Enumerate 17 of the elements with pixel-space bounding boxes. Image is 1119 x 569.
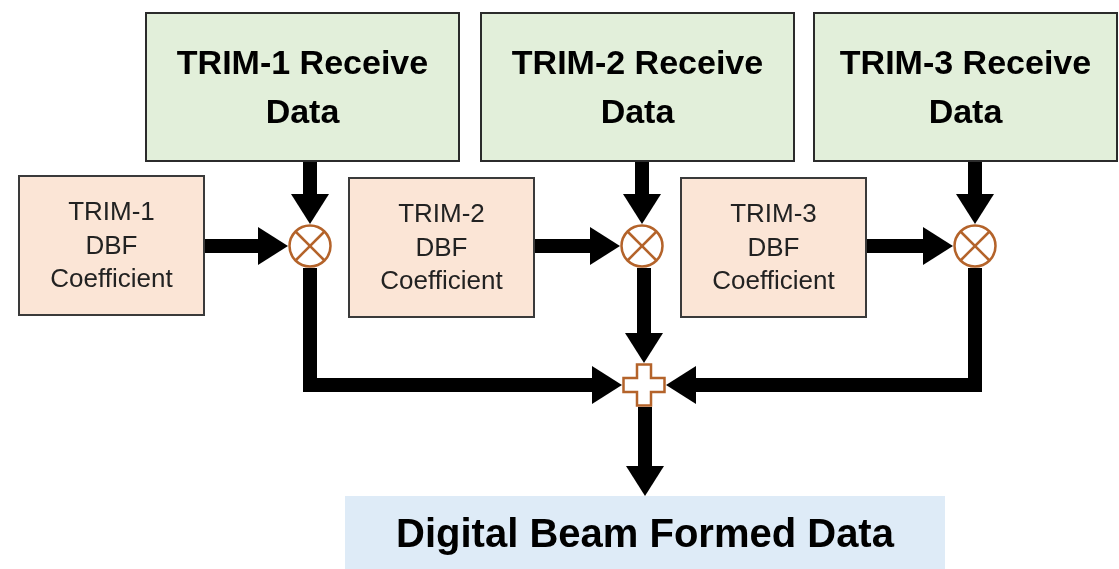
arrow [956, 162, 994, 224]
arrow [205, 227, 288, 265]
coefficient-box: TRIM-3 DBF Coefficient [680, 177, 867, 318]
receive-data-box: TRIM-1 Receive Data [145, 12, 460, 162]
coefficient-box: TRIM-1 DBF Coefficient [18, 175, 205, 316]
receive-data-box: TRIM-3 Receive Data [813, 12, 1118, 162]
receive-data-box: TRIM-2 Receive Data [480, 12, 795, 162]
arrow [867, 227, 953, 265]
output-box: Digital Beam Formed Data [345, 496, 945, 569]
arrow [625, 268, 663, 363]
arrow [623, 162, 661, 224]
arrow [535, 227, 620, 265]
coefficient-box: TRIM-2 DBF Coefficient [348, 177, 535, 318]
arrow [626, 407, 664, 496]
arrow [303, 268, 622, 404]
arrow [291, 162, 329, 224]
arrow [666, 268, 982, 404]
